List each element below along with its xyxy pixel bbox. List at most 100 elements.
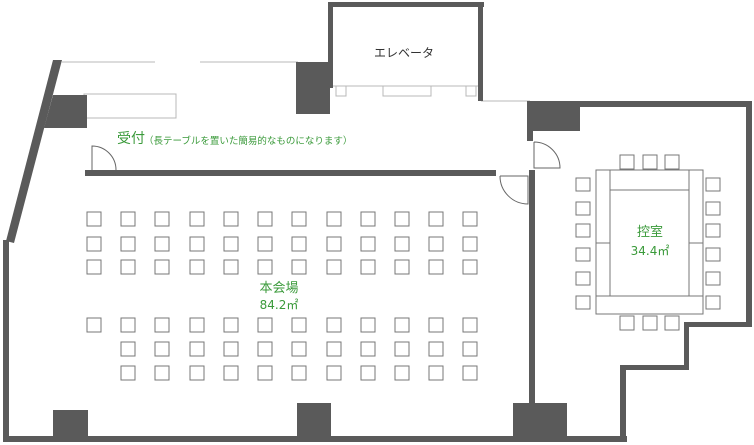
chair (705, 177, 721, 192)
waiting-room-area: 34.4㎡ (630, 244, 670, 258)
chair (428, 317, 444, 333)
chair (86, 236, 102, 252)
column-elevator (296, 62, 330, 114)
chair (642, 315, 658, 331)
column-waiting-ne (533, 101, 580, 131)
chair (326, 317, 342, 333)
column-sw (53, 410, 88, 440)
chair (575, 295, 591, 310)
reception-title: 受付 (117, 131, 145, 147)
chair (705, 295, 721, 310)
chair (462, 236, 478, 252)
chair (189, 236, 205, 252)
chair (291, 236, 307, 252)
wall-divider (529, 170, 535, 436)
wall-east-north (527, 101, 752, 107)
chair (428, 211, 444, 227)
chair (291, 259, 307, 275)
wall-east-step-bottom (620, 365, 689, 370)
chair (326, 236, 342, 252)
chair (189, 259, 205, 275)
doors (91, 141, 561, 205)
column-s (297, 403, 331, 440)
chair (394, 365, 410, 381)
wall-elevator-top (328, 2, 484, 7)
chair (394, 236, 410, 252)
waiting-table-right (688, 169, 704, 315)
chair (257, 259, 273, 275)
chair (257, 236, 273, 252)
chair (619, 315, 635, 331)
chair (120, 211, 136, 227)
chair (223, 236, 239, 252)
chair (360, 341, 376, 357)
column-se (513, 403, 567, 440)
waiting-table-bottom (595, 295, 704, 315)
chair (326, 341, 342, 357)
chair (575, 271, 591, 286)
chair (705, 247, 721, 262)
reception-long-table (83, 93, 177, 119)
chair (154, 211, 170, 227)
chair (326, 211, 342, 227)
chair (154, 365, 170, 381)
chair (705, 271, 721, 286)
chair (394, 317, 410, 333)
waiting-table-left (595, 169, 611, 315)
chair (428, 365, 444, 381)
chair (360, 211, 376, 227)
chair (462, 317, 478, 333)
chair (223, 211, 239, 227)
wall-east (746, 101, 752, 327)
chair (223, 341, 239, 357)
chair (575, 201, 591, 216)
elevator-label: エレベータ (374, 46, 435, 60)
chair (86, 259, 102, 275)
door-waiting (533, 141, 561, 169)
chair (154, 236, 170, 252)
chair (257, 317, 273, 333)
chair (642, 154, 658, 170)
chair (394, 211, 410, 227)
chair (223, 317, 239, 333)
waiting-room-tables (595, 169, 704, 315)
chair (705, 201, 721, 216)
chair (257, 365, 273, 381)
chair (291, 341, 307, 357)
chair (189, 317, 205, 333)
chair (575, 177, 591, 192)
wall-elevator-left (328, 2, 333, 88)
chair (705, 223, 721, 238)
chair (154, 317, 170, 333)
main-hall-name: 本会場 (259, 281, 299, 296)
chair (360, 236, 376, 252)
chair (462, 259, 478, 275)
chair (394, 259, 410, 275)
chair (664, 315, 680, 331)
chair (154, 341, 170, 357)
wall-elevator-right (478, 2, 483, 101)
column-nw (44, 95, 87, 128)
door-reception (91, 145, 117, 171)
chair (462, 341, 478, 357)
waiting-table-top (595, 169, 704, 191)
reception-note: （長テーブルを置いた簡易的なものになります） (144, 136, 353, 147)
chair (189, 211, 205, 227)
chair (120, 259, 136, 275)
chair (664, 154, 680, 170)
main-hall-chairs (86, 211, 478, 381)
chair (120, 236, 136, 252)
chair (462, 211, 478, 227)
waiting-room-name: 控室 (636, 225, 663, 240)
wall-west-upper (6, 60, 62, 243)
chair (575, 223, 591, 238)
wall-east-step-top (684, 322, 752, 327)
chair (120, 365, 136, 381)
chair (428, 236, 444, 252)
columns (44, 62, 580, 440)
chair (360, 259, 376, 275)
chair (120, 341, 136, 357)
elevator-door-frames (335, 85, 477, 97)
chair (223, 365, 239, 381)
